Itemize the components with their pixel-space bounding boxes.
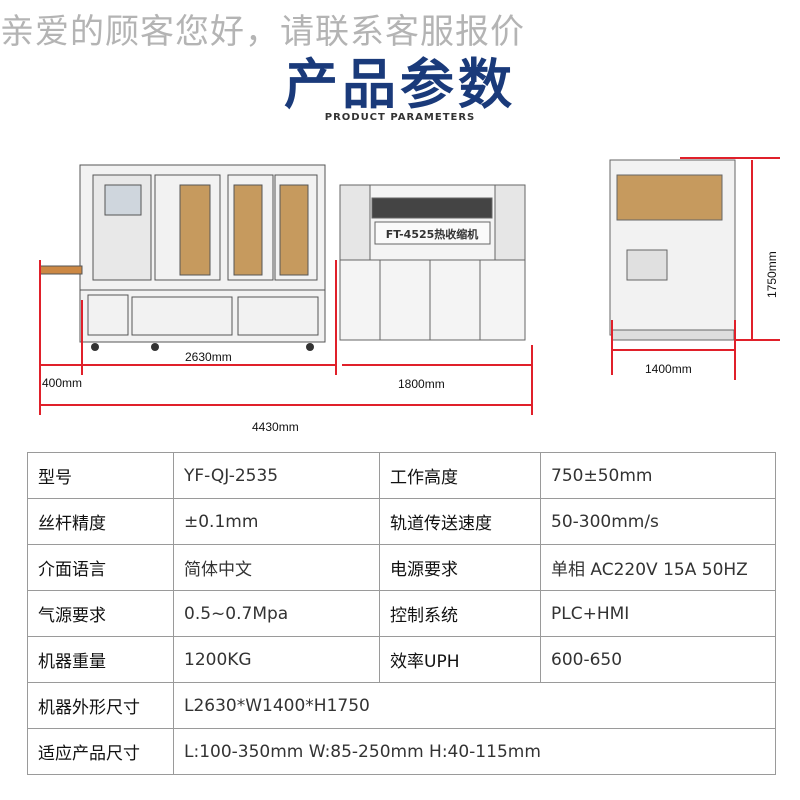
spec-value: L:100-350mm W:85-250mm H:40-115mm [173,728,776,775]
spec-value: 750±50mm [540,452,776,499]
spec-value: 50-300mm/s [540,498,776,545]
spec-label: 电源要求 [379,544,541,591]
dim-1800: 1800mm [398,377,445,391]
spec-label: 介面语言 [27,544,174,591]
spec-value: PLC+HMI [540,590,776,637]
page-subtitle: PRODUCT PARAMETERS [324,112,476,123]
side-view [609,159,736,341]
table-row: 机器重量 1200KG 效率UPH 600-650 [27,636,776,683]
spec-label: 机器重量 [27,636,174,683]
machine-label: FT-4525热收缩机 [386,227,479,241]
table-row: 介面语言 简体中文 电源要求 单相 AC220V 15A 50HZ [27,544,776,591]
spec-label: 轨道传送速度 [379,498,541,545]
spec-value: 600-650 [540,636,776,683]
table-row: 机器外形尺寸 L2630*W1400*H1750 [27,682,776,729]
dim-2630: 2630mm [185,350,232,364]
table-row: 气源要求 0.5~0.7Mpa 控制系统 PLC+HMI [27,590,776,637]
table-row: 型号 YF-QJ-2535 工作高度 750±50mm [27,452,776,499]
spec-label: 工作高度 [379,452,541,499]
spec-label: 控制系统 [379,590,541,637]
dim-400: 400mm [42,376,83,390]
spec-value: ±0.1mm [173,498,380,545]
spec-value: 简体中文 [173,544,380,591]
dimension-lines [39,157,780,415]
dim-4430: 4430mm [252,420,299,434]
page-title: 产品参数 [284,53,516,116]
dim-1400: 1400mm [645,362,692,376]
spec-label: 丝杆精度 [27,498,174,545]
spec-label: 机器外形尺寸 [27,682,174,729]
spec-value: 1200KG [173,636,380,683]
spec-label: 气源要求 [27,590,174,637]
spec-value: 单相 AC220V 15A 50HZ [540,544,776,591]
table-row: 丝杆精度 ±0.1mm 轨道传送速度 50-300mm/s [27,498,776,545]
spec-label: 适应产品尺寸 [27,728,174,775]
machine-drawing: FT-4525热收缩机 [39,157,780,415]
spec-table: 型号 YF-QJ-2535 工作高度 750±50mm 丝杆精度 ±0.1mm … [27,452,776,775]
spec-value: 0.5~0.7Mpa [173,590,380,637]
dim-1750: 1750mm [765,251,779,298]
spec-label: 效率UPH [379,636,541,683]
main-machine [39,164,326,343]
watermark: 亲爱的顾客您好，请联系客服报价 [0,12,525,52]
spec-value: L2630*W1400*H1750 [173,682,776,729]
shrink-machine [339,184,526,341]
spec-value: YF-QJ-2535 [173,452,380,499]
spec-label: 型号 [27,452,174,499]
table-row: 适应产品尺寸 L:100-350mm W:85-250mm H:40-115mm [27,728,776,775]
